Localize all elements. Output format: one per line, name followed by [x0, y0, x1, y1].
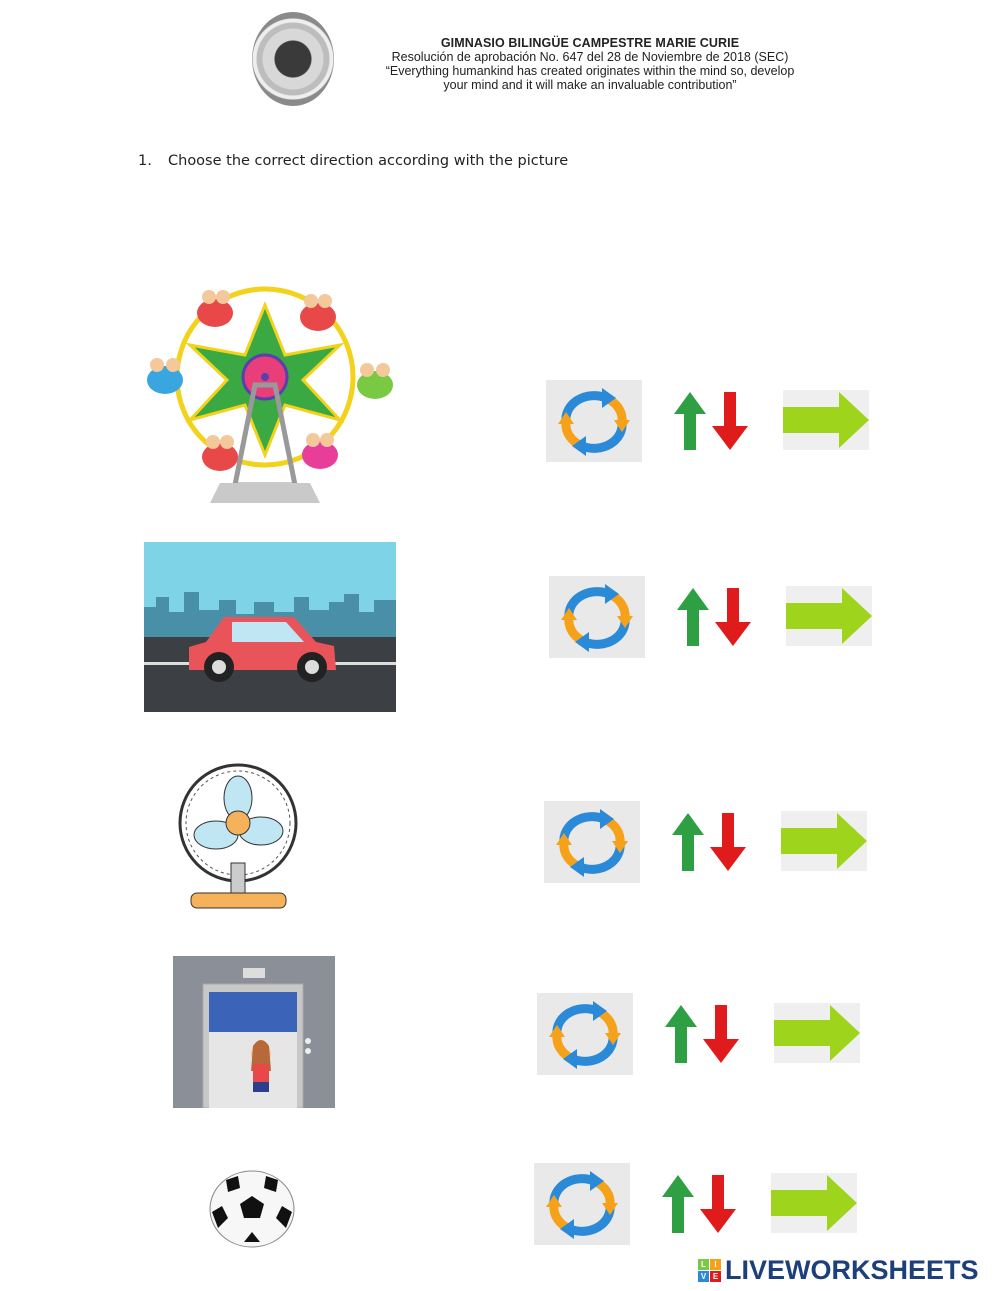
up-down-arrows-icon[interactable]	[662, 1175, 736, 1240]
cycle-arrows-icon[interactable]	[534, 1163, 630, 1250]
fan-picture	[178, 763, 298, 909]
ferris-wheel-picture	[147, 286, 393, 503]
right-arrow-icon[interactable]	[786, 586, 872, 651]
motto-line-2: your mind and it will make an invaluable…	[443, 78, 737, 92]
right-arrow-icon[interactable]	[783, 390, 869, 455]
school-name: GIMNASIO BILINGÜE CAMPESTRE MARIE CURIE	[440, 36, 740, 50]
soccer-ball-picture	[209, 1170, 295, 1248]
school-seal-icon	[252, 12, 334, 106]
cycle-arrows-icon[interactable]	[544, 801, 640, 888]
up-down-arrows-icon[interactable]	[672, 813, 746, 878]
resolution-text: Resolución de aprobación No. 647 del 28 …	[391, 50, 789, 64]
live-letters-icon: L I V E	[698, 1259, 721, 1282]
right-arrow-icon[interactable]	[771, 1173, 857, 1238]
question-number: 1.	[138, 153, 152, 169]
cycle-arrows-icon[interactable]	[537, 993, 633, 1080]
car-picture	[144, 542, 396, 712]
up-down-arrows-icon[interactable]	[665, 1005, 739, 1070]
up-down-arrows-icon[interactable]	[674, 392, 748, 457]
right-arrow-icon[interactable]	[781, 811, 867, 876]
cycle-arrows-icon[interactable]	[549, 576, 645, 663]
question-instruction: 1. Choose the correct direction according…	[138, 153, 568, 169]
school-header: GIMNASIO BILINGÜE CAMPESTRE MARIE CURIE …	[360, 36, 820, 92]
up-down-arrows-icon[interactable]	[677, 588, 751, 653]
question-text: Choose the correct direction according w…	[168, 153, 569, 169]
motto-line-1: “Everything humankind has created origin…	[385, 64, 795, 78]
liveworksheets-logo: L I V E LIVEWORKSHEETS	[698, 1255, 979, 1286]
right-arrow-icon[interactable]	[774, 1003, 860, 1068]
cycle-arrows-icon[interactable]	[546, 380, 642, 467]
elevator-picture	[173, 956, 335, 1108]
logo-text: LIVEWORKSHEETS	[725, 1255, 979, 1285]
